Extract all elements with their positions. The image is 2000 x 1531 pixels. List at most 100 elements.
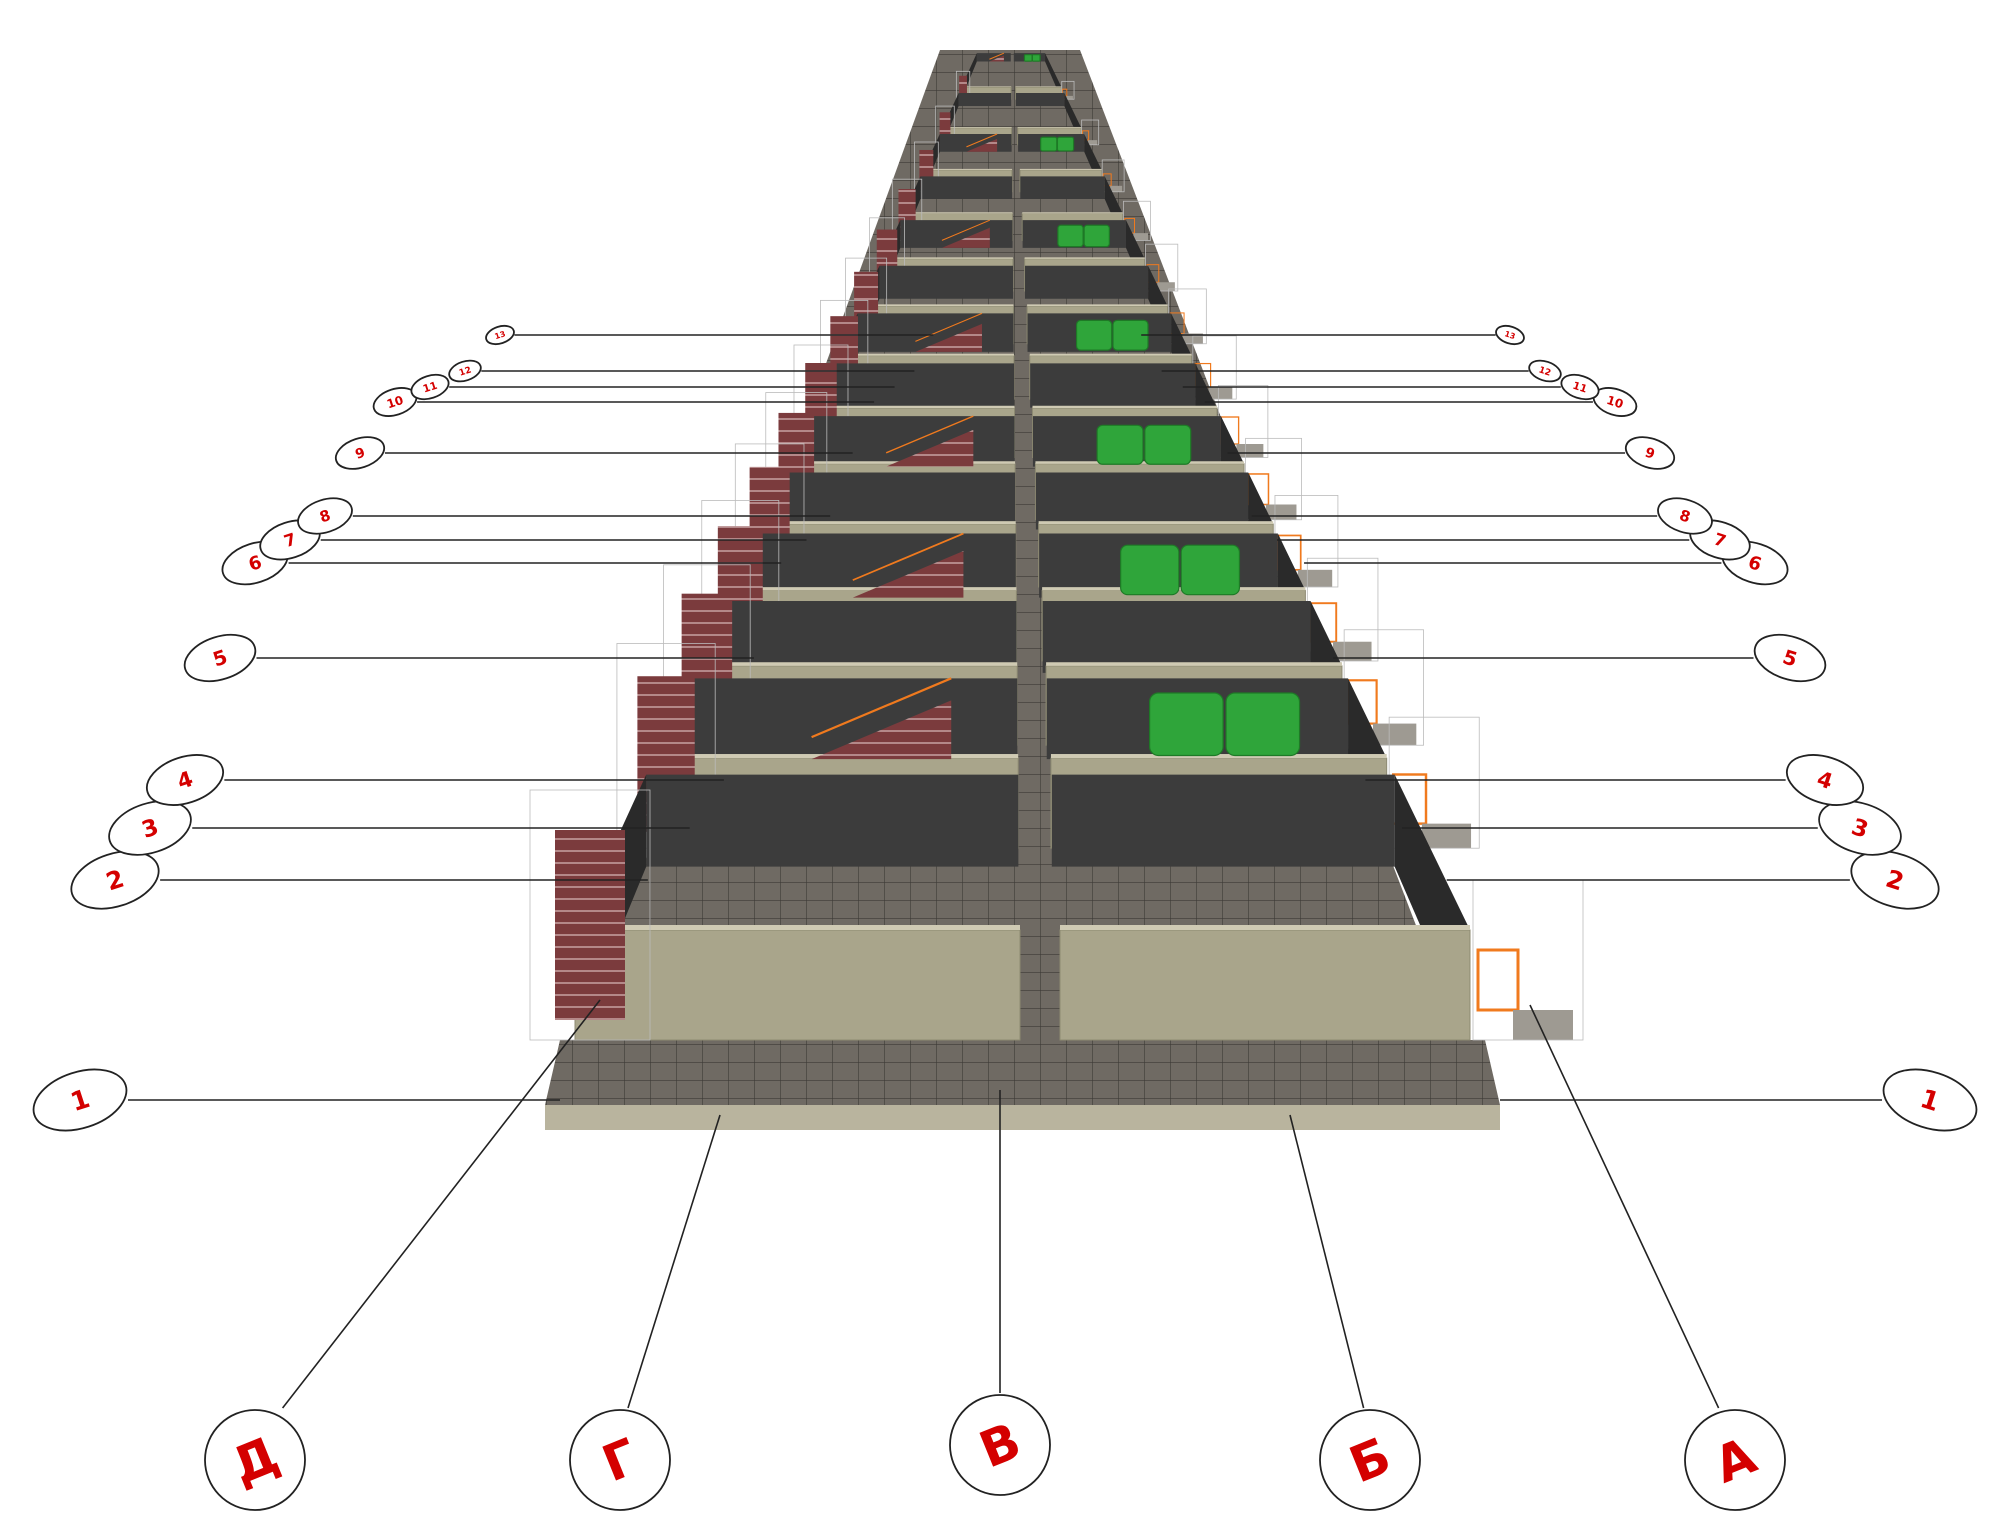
label-text: 13 — [494, 329, 507, 341]
balcony-railing — [1476, 948, 1520, 1012]
stair-handrail — [915, 312, 983, 342]
balcony-slab — [1513, 1010, 1573, 1040]
label-text: 10 — [1605, 393, 1625, 411]
wall-cap-right — [1050, 754, 1387, 759]
back-wall-right — [1020, 176, 1105, 199]
label-ellipse — [334, 436, 386, 470]
wall-cap-right — [1022, 212, 1123, 214]
label-text: 11 — [1571, 380, 1588, 396]
wall-cap-left — [730, 587, 1017, 591]
tank-2 — [1083, 224, 1110, 248]
label-ellipse — [70, 850, 160, 910]
level-bubble-left-13: 13 — [485, 324, 515, 346]
level-bubble-right-12: 12 — [1528, 359, 1562, 383]
stair-flight — [852, 551, 964, 598]
wall-cap-left — [814, 405, 1015, 409]
back-wall-right — [1030, 363, 1196, 408]
label-ellipse — [108, 800, 192, 856]
stair-handrail — [966, 133, 998, 148]
wall-cap-right — [1038, 521, 1274, 525]
stair-flight — [989, 55, 1004, 62]
wall-cap-right — [1060, 925, 1470, 930]
back-wall-right — [1051, 774, 1395, 867]
tank-2 — [1180, 544, 1241, 596]
stair-handrail — [885, 415, 974, 454]
level-bubble-left-1: 1 — [32, 1068, 128, 1132]
label-text: 5 — [210, 645, 230, 671]
label-ellipse — [1528, 359, 1562, 383]
external-stair — [939, 112, 951, 142]
level-bubble-left-5: 5 — [183, 633, 257, 683]
axis-leader-Г — [627, 1114, 721, 1409]
back-wall-left — [834, 363, 1015, 408]
wall-cap-right — [1046, 662, 1342, 666]
axis-leader-Д — [281, 999, 601, 1409]
wall-cap-left — [923, 168, 1012, 170]
balcony-slab — [1373, 723, 1417, 746]
wall-cap-right — [1032, 405, 1218, 409]
stair-handrail — [989, 52, 1005, 60]
balcony-slab — [1133, 233, 1148, 241]
level-bubble-left-2: 2 — [70, 850, 160, 910]
tank-2 — [1144, 424, 1192, 465]
back-wall-left — [920, 176, 1013, 199]
label-ellipse — [1560, 373, 1600, 401]
back-wall-left — [784, 472, 1016, 530]
label-ellipse — [145, 754, 225, 806]
label-ellipse — [1657, 497, 1713, 535]
level-bubble-right-9: 9 — [1624, 436, 1676, 470]
label-ellipse — [297, 497, 353, 535]
back-wall-right — [1025, 265, 1149, 299]
label-ellipse — [949, 1394, 1051, 1496]
wall-cap-left — [961, 86, 1012, 87]
tank-2 — [1031, 54, 1041, 62]
wall-cap-left — [838, 353, 1014, 356]
balcony-slab — [1110, 185, 1123, 192]
axis-bubble-А: А — [1684, 1409, 1786, 1511]
label-ellipse — [410, 373, 450, 401]
balcony-slab — [1265, 504, 1297, 520]
wall-cap-left — [882, 257, 1013, 259]
balcony-wireframe — [1101, 159, 1125, 193]
balcony-slab — [1333, 641, 1372, 661]
level-bubble-right-3: 3 — [1818, 800, 1902, 856]
label-ellipse — [1850, 850, 1940, 910]
tank-1 — [1149, 692, 1224, 757]
balcony-wireframe — [1081, 119, 1100, 146]
label-ellipse — [1624, 436, 1676, 470]
label-text: 6 — [246, 552, 265, 576]
back-wall-left — [879, 265, 1014, 299]
balcony-slab — [1208, 387, 1233, 400]
label-text: 12 — [458, 365, 473, 378]
label-ellipse — [32, 1068, 128, 1132]
label-text: 4 — [174, 767, 196, 795]
axis-bubble-В: В — [949, 1394, 1051, 1496]
level-bubble-left-3: 3 — [108, 800, 192, 856]
stair-handrail — [811, 677, 952, 739]
label-text: 12 — [1537, 365, 1552, 378]
tank-2 — [1056, 136, 1075, 152]
axis-bubble-Д: Д — [204, 1409, 306, 1511]
level-bubble-right-2: 2 — [1850, 850, 1940, 910]
level-bubble-right-1: 1 — [1882, 1068, 1978, 1132]
wall-cap-left — [942, 126, 1012, 128]
tank-1 — [1096, 424, 1144, 465]
level-bubble-right-5: 5 — [1753, 633, 1827, 683]
label-ellipse — [485, 324, 515, 346]
label-text: 7 — [282, 529, 299, 551]
axis-bubble-Г: Г — [569, 1409, 671, 1511]
back-wall-left — [958, 92, 1012, 106]
axis-bubble-Б: Б — [1319, 1409, 1421, 1511]
wall-cap-right — [1029, 353, 1192, 356]
label-ellipse — [1882, 1068, 1978, 1132]
stair-flight — [966, 138, 998, 152]
label-text: 3 — [139, 814, 162, 844]
label-text: 11 — [421, 380, 438, 396]
label-text: 6 — [1745, 552, 1764, 576]
label-ellipse — [1785, 754, 1865, 806]
axis-leader-Б — [1289, 1114, 1365, 1409]
wall-cap-right — [1019, 168, 1102, 170]
level-bubble-left-10: 10 — [372, 387, 418, 417]
label-text: 9 — [1643, 445, 1657, 463]
back-wall-left — [646, 774, 1019, 867]
